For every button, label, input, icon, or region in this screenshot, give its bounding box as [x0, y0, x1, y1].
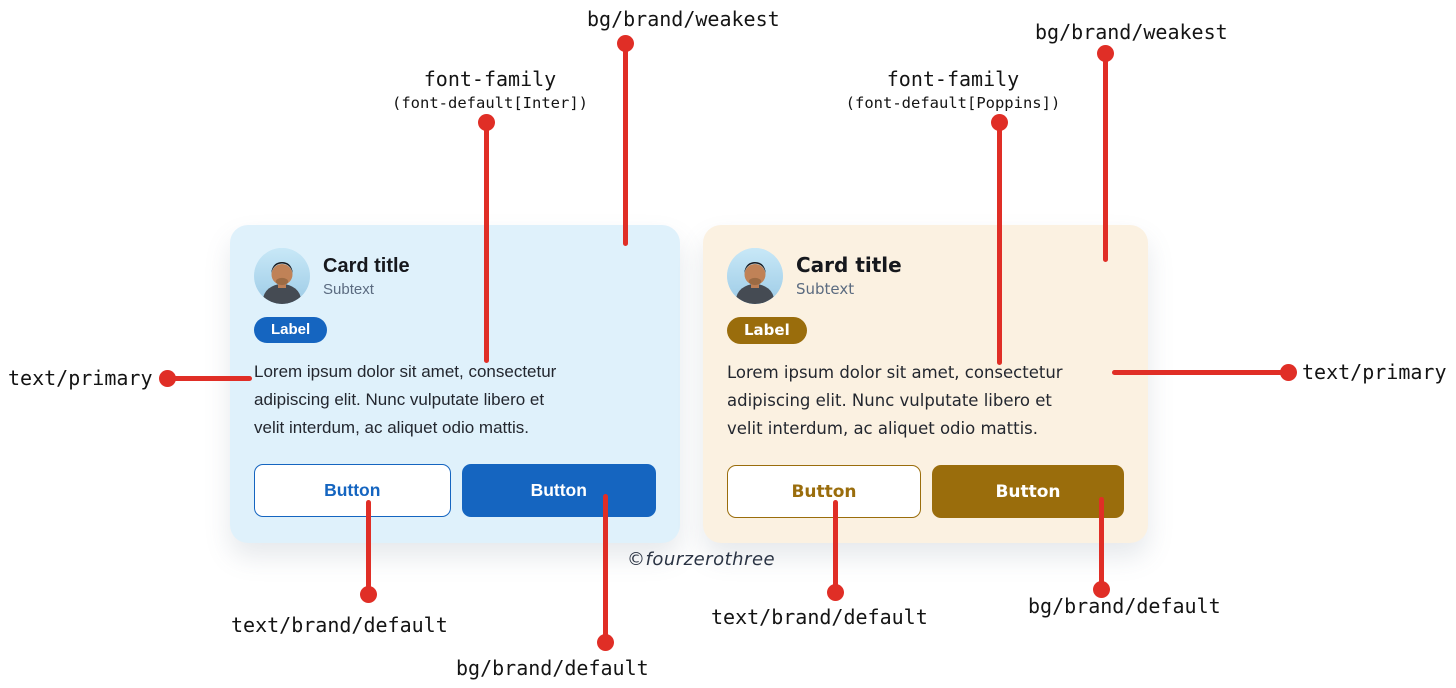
- annotation-dot: [478, 114, 495, 131]
- body-line: velit interdum, ac aliquet odio mattis.: [727, 419, 1038, 438]
- annotation-text-primary-left: text/primary: [8, 366, 153, 390]
- annotation-dot: [827, 584, 844, 601]
- card-title: Card title: [323, 254, 410, 277]
- card-subtext: Subtext: [796, 280, 855, 298]
- annotation-bg-brand-weakest-left: bg/brand/weakest: [587, 7, 780, 31]
- annotation-line: [997, 123, 1002, 365]
- annotation-text-brand-default-left: text/brand/default: [231, 613, 448, 637]
- body-line: velit interdum, ac aliquet odio mattis.: [254, 418, 529, 437]
- annotation-line: [1103, 54, 1108, 262]
- annotation-line: [168, 376, 252, 381]
- watermark: ©fourzerothree: [627, 549, 776, 570]
- outline-button[interactable]: Button: [254, 464, 451, 517]
- label-badge: Label: [254, 317, 328, 343]
- annotation-dot: [360, 586, 377, 603]
- body-line: adipiscing elit. Nunc vulputate libero e…: [254, 390, 545, 409]
- annotation-bg-brand-weakest-right: bg/brand/weakest: [1035, 20, 1228, 44]
- annotation-dot: [597, 634, 614, 651]
- annotation-sublabel: (font-default[Inter]): [392, 94, 588, 112]
- avatar: [254, 248, 310, 304]
- filled-button[interactable]: Button: [932, 465, 1124, 518]
- card-subtext: Subtext: [323, 280, 374, 298]
- annotation-line: [623, 44, 628, 246]
- avatar: [727, 248, 783, 304]
- annotation-dot: [1097, 45, 1114, 62]
- button-row: Button Button: [254, 464, 656, 517]
- annotation-line: [1112, 370, 1289, 375]
- annotation-line: [1099, 497, 1104, 590]
- annotation-font-family-left: font-family (font-default[Inter]): [380, 67, 600, 112]
- card-blue: Card title Subtext Label Lorem ipsum dol…: [230, 225, 680, 543]
- card-heading-block: Card title Subtext: [323, 255, 410, 298]
- annotation-text-brand-default-right: text/brand/default: [711, 605, 928, 629]
- annotation-label: font-family: [886, 67, 1020, 91]
- annotation-dot: [159, 370, 176, 387]
- card-body-text: Lorem ipsum dolor sit amet, consectetur …: [727, 359, 1124, 443]
- body-line: adipiscing elit. Nunc vulputate libero e…: [727, 391, 1052, 410]
- annotation-dot: [991, 114, 1008, 131]
- button-row: Button Button: [727, 465, 1124, 518]
- annotation-dot: [1280, 364, 1297, 381]
- card-body-text: Lorem ipsum dolor sit amet, consectetur …: [254, 358, 656, 442]
- annotation-line: [833, 500, 838, 593]
- annotation-dot: [617, 35, 634, 52]
- card-title: Card title: [796, 253, 902, 277]
- annotation-bg-brand-default-right: bg/brand/default: [1028, 594, 1221, 618]
- card-gold: Card title Subtext Label Lorem ipsum dol…: [703, 225, 1148, 543]
- body-line: Lorem ipsum dolor sit amet, consectetur: [254, 362, 557, 381]
- annotation-line: [366, 500, 371, 595]
- annotation-sublabel: (font-default[Poppins]): [845, 94, 1061, 112]
- filled-button[interactable]: Button: [461, 464, 656, 517]
- annotation-bg-brand-default-left: bg/brand/default: [456, 656, 649, 680]
- card-header: Card title Subtext: [727, 248, 1124, 304]
- label-badge: Label: [727, 317, 807, 344]
- card-heading-block: Card title Subtext: [796, 253, 902, 299]
- annotation-dot: [1093, 581, 1110, 598]
- outline-button[interactable]: Button: [727, 465, 921, 518]
- annotation-text-primary-right: text/primary: [1302, 360, 1447, 384]
- body-line: Lorem ipsum dolor sit amet, consectetur: [727, 363, 1063, 382]
- annotation-label: font-family: [423, 67, 557, 91]
- avatar-image: [727, 248, 783, 304]
- annotation-font-family-right: font-family (font-default[Poppins]): [843, 67, 1063, 112]
- avatar-image: [254, 248, 310, 304]
- annotation-line: [484, 123, 489, 363]
- annotation-line: [603, 494, 608, 643]
- card-header: Card title Subtext: [254, 248, 656, 304]
